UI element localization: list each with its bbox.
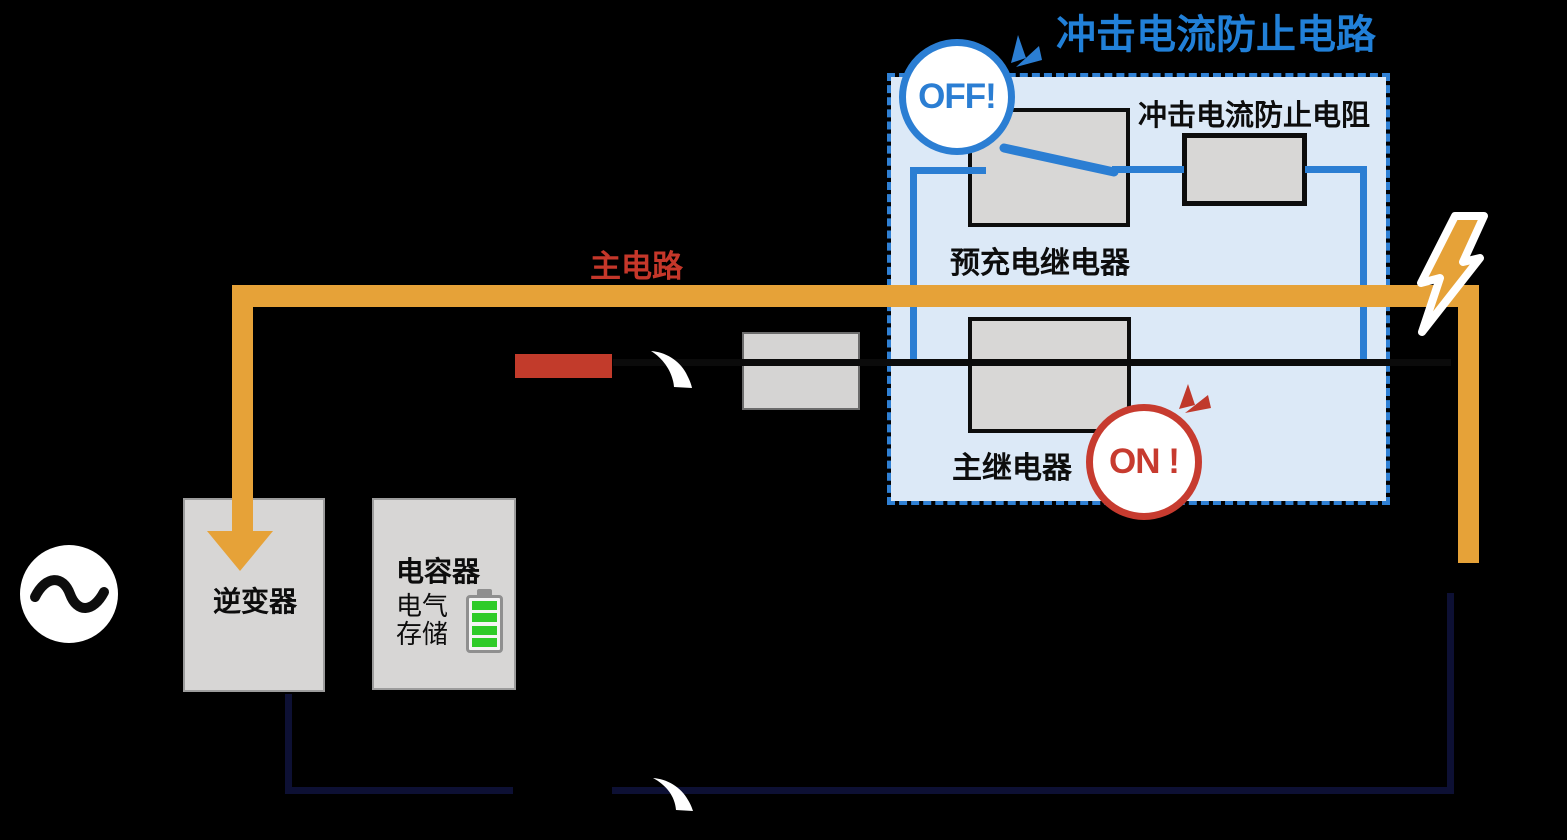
- flow-swoosh-icon: [651, 351, 693, 811]
- capacitor-label: 电容器: [396, 556, 481, 587]
- return-wire-left-vertical: [285, 694, 292, 794]
- capacitor-box: [372, 498, 516, 690]
- connector-box: [742, 332, 860, 410]
- diagram-title: 冲击电流防止电路: [1056, 13, 1376, 57]
- return-wire-right-vertical: [1447, 593, 1454, 790]
- main-circuit-label: 主电路: [590, 249, 683, 284]
- electric-storage-line1: 电气: [396, 591, 449, 621]
- battery-bar: [472, 601, 497, 610]
- precharge-wire-right-horizontal: [1305, 166, 1367, 173]
- off-spark-icon: [1011, 35, 1042, 67]
- inrush-resistor-label: 冲击电流防止电阻: [1138, 100, 1371, 132]
- inrush-resistor-box: [1182, 133, 1307, 206]
- inverter-box: [183, 498, 325, 692]
- on-badge-label: ON !: [1109, 442, 1180, 481]
- off-status-badge: OFF!: [899, 39, 1015, 155]
- return-wire-bottom-left: [285, 787, 513, 794]
- return-wire-bottom-right: [612, 787, 1454, 794]
- battery-bar: [472, 625, 497, 635]
- main-circuit-orange-arrow-shaft: [232, 285, 253, 533]
- precharge-relay-label: 预充电继电器: [950, 247, 1130, 280]
- main-circuit-orange-horizontal: [232, 285, 1479, 307]
- on-status-badge: ON !: [1086, 404, 1202, 520]
- main-wire-black: [613, 359, 1451, 366]
- battery-bar: [472, 613, 497, 623]
- battery-cap: [477, 589, 492, 597]
- battery-icon: [466, 589, 503, 653]
- battery-body: [466, 595, 503, 653]
- precharge-wire-right-vertical: [1360, 166, 1367, 361]
- precharge-wire-mid-horizontal: [1112, 166, 1184, 173]
- inverter-label: 逆变器: [213, 586, 298, 617]
- ac-source-icon: [20, 545, 118, 643]
- off-badge-label: OFF!: [918, 77, 997, 116]
- main-circuit-orange-right-vertical: [1458, 285, 1479, 563]
- precharge-wire-top-horizontal: [910, 167, 986, 174]
- main-relay-label: 主继电器: [952, 452, 1072, 485]
- precharge-wire-left-vertical: [910, 167, 917, 361]
- electric-storage-label: 电气 存储: [396, 592, 448, 648]
- main-relay-box: [968, 317, 1131, 433]
- electric-storage-line2: 存储: [396, 619, 449, 649]
- fuse-rect: [515, 354, 612, 378]
- battery-bar: [472, 637, 497, 647]
